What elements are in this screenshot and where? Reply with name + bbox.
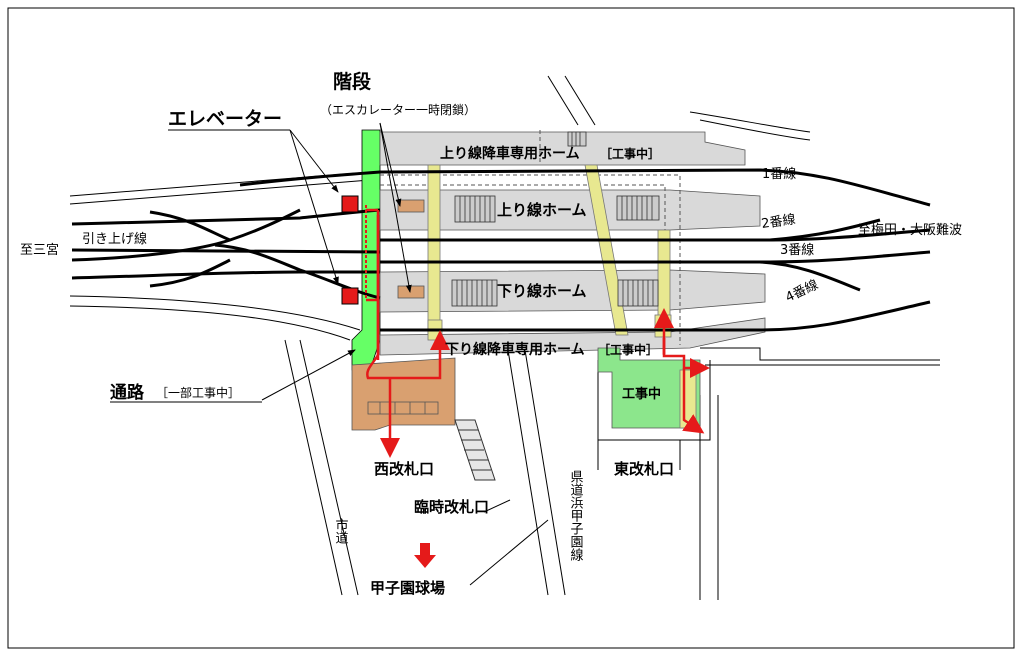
- concourse-detail: [367, 401, 439, 415]
- temp-gate-label: 臨時改札口: [414, 498, 489, 516]
- east-gate-label: 東改札口: [614, 460, 674, 478]
- east-stairs: [679, 369, 697, 429]
- passage-label: 通路: [110, 382, 145, 403]
- track-3-label: 3番線: [780, 242, 814, 258]
- to-umeda: 至梅田・大阪難波: [858, 223, 962, 238]
- roads: [69, 75, 940, 600]
- pointer-lines: [261, 122, 549, 586]
- up-alighting-platform: [379, 131, 746, 166]
- escalator-up: [397, 199, 425, 213]
- elevator-label: エレベーター: [168, 108, 282, 130]
- stairs-note: （エスカレーター一時閉鎖）: [320, 102, 476, 117]
- west-gate-label: 西改札口: [374, 460, 434, 478]
- stairs-label: 階段: [333, 70, 372, 93]
- platform-down: 下り線ホーム: [497, 282, 587, 300]
- passage-note: ［一部工事中］: [156, 385, 240, 400]
- elevator-up: [341, 195, 359, 213]
- siding-label: 引き上げ線: [82, 231, 147, 247]
- elevator-down: [341, 287, 359, 305]
- tracks: [71, 168, 931, 332]
- platform-up: 上り線ホーム: [497, 201, 587, 219]
- escalator-down: [397, 285, 425, 299]
- platform-down-alighting: 下り線降車専用ホーム: [445, 341, 585, 358]
- construction-tag-up: ［工事中］: [600, 146, 660, 161]
- city-road-label: 市道: [333, 517, 349, 544]
- koshien-arrow: [414, 543, 436, 568]
- track-2-label: 2番線: [760, 211, 796, 232]
- stair-hatches: [451, 131, 660, 307]
- temp-gate-stairs: [454, 419, 496, 481]
- construction-tag-down: ［工事中］: [598, 342, 658, 357]
- frame: [7, 7, 1015, 649]
- koshien-label: 甲子園球場: [370, 579, 445, 597]
- platform-up-alighting: 上り線降車専用ホーム: [440, 145, 580, 162]
- red-route: [366, 208, 710, 458]
- to-sannomiya: 至三宮: [20, 242, 59, 258]
- track-1-label: 1番線: [762, 166, 796, 182]
- elevators: [341, 195, 359, 305]
- pref-road-label: 県道浜甲子園線: [568, 470, 584, 561]
- construction-label: 工事中: [622, 386, 661, 402]
